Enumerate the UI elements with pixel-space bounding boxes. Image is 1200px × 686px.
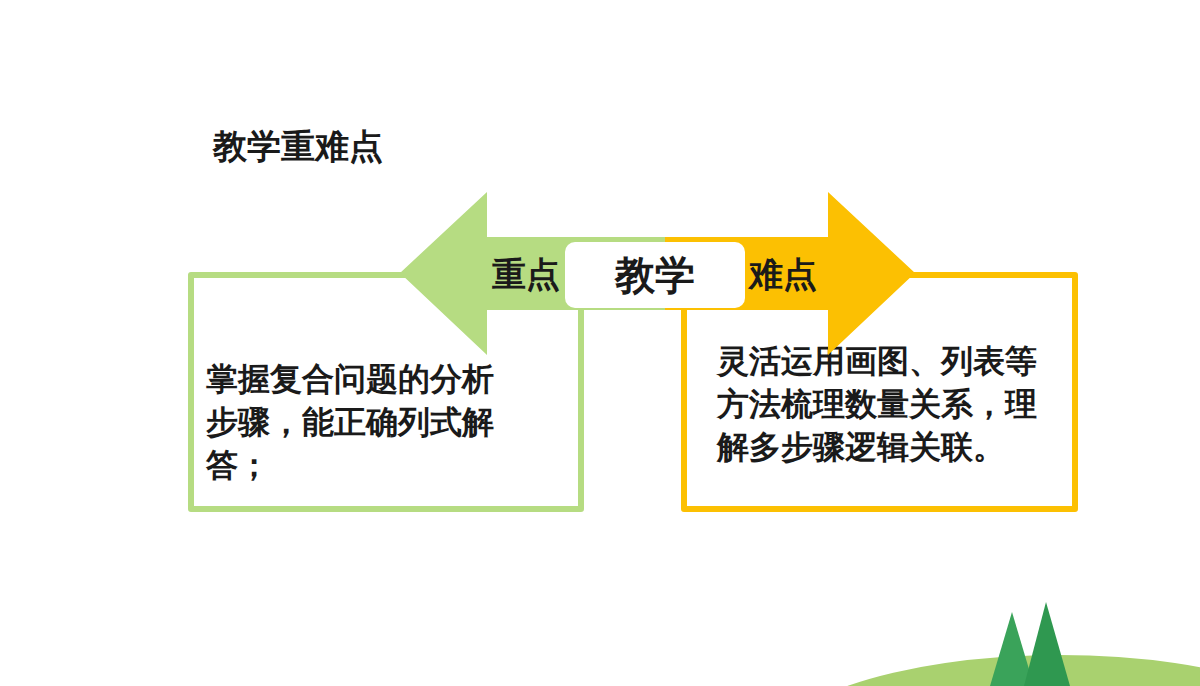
diagram-title: 教学重难点 [213,124,383,170]
arrow-label: 重点 [492,256,560,293]
box-text: 灵活运用画图、列表等方法梳理数量关系，理解多步骤逻辑关联。 [717,340,1057,470]
hill [760,655,1200,686]
center-label: 教学 [615,253,695,297]
box-text: 掌握复合问题的分析步骤，能正确列式解答； [206,358,506,488]
center-label-box: 教学 [565,242,745,308]
tree [1024,602,1070,686]
arrow-label: 难点 [749,256,817,293]
